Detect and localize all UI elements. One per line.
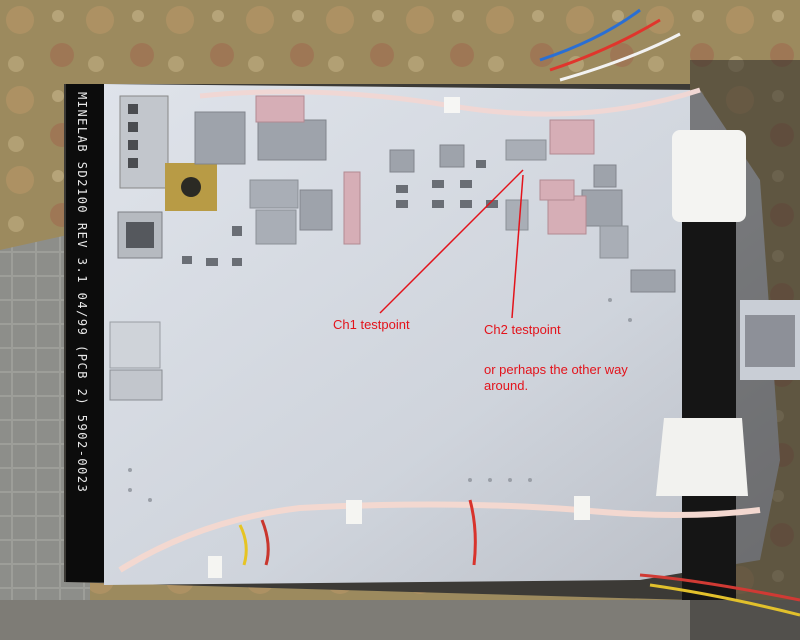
header-connector: [119, 95, 169, 189]
silkscreen-strip: [66, 84, 104, 582]
ch2-pointer-line: [511, 174, 524, 319]
ch1-testpoint-label: Ch1 testpoint: [333, 317, 410, 332]
white-sleeve-top: [672, 130, 746, 222]
ch1-pointer-line: [379, 169, 524, 314]
white-sleeve-bottom: [656, 418, 748, 496]
wire-harness-bottom: [118, 501, 761, 573]
annotation-note: or perhaps the other way around.: [484, 362, 628, 393]
board-silkscreen-text: MINELAB SD2100 REV 3.1 04/99 (PCB 2) 590…: [75, 92, 89, 493]
ch2-testpoint-label: Ch2 testpoint: [484, 322, 561, 337]
